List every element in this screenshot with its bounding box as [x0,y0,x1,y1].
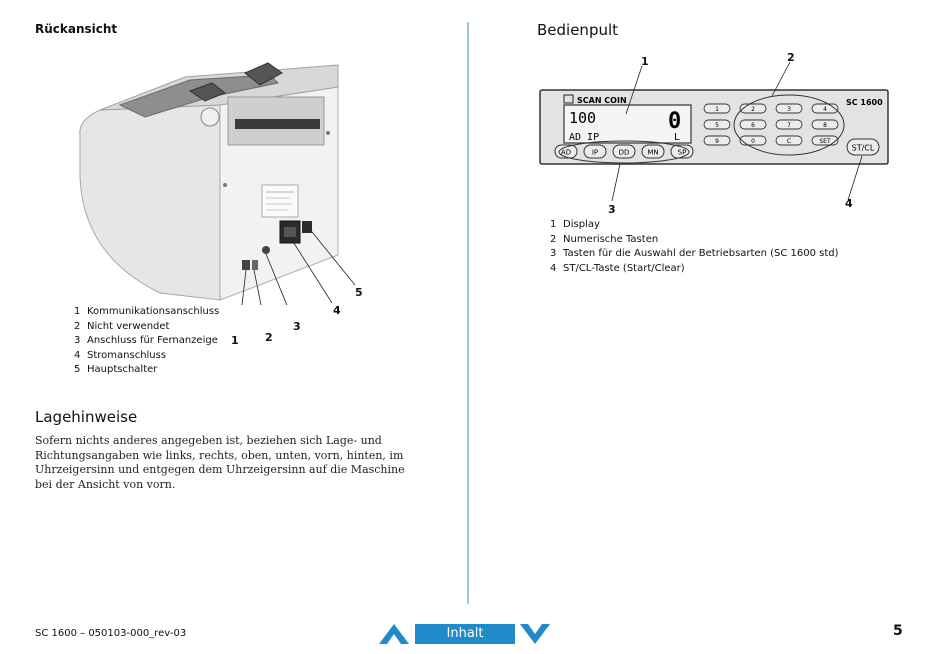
num-key-label: 7 [787,122,791,129]
legend-label: Hauptschalter [87,364,158,375]
orientation-paragraph: Sofern nichts anderes angegeben ist, bez… [35,434,405,491]
legend-label: ST/CL-Taste (Start/Clear) [563,262,685,274]
legend-label: Stromanschluss [87,349,167,361]
contents-button[interactable]: Inhalt [415,624,515,644]
brand-logo-icon [563,94,574,104]
rear-legend: 1 Kommunikationsanschluss 2 Nicht verwende… [74,305,219,378]
column-divider [467,22,469,604]
mode-key-label: IP [592,149,598,157]
num-key-label: 9 [715,138,719,145]
legend-item: 1 Kommunikationsanschluss [74,305,219,320]
num-key-5[interactable] [703,119,731,130]
mode-key-ip[interactable] [583,144,607,159]
legend-num: 4 [550,262,557,274]
model-name: SC 1600 [846,98,883,107]
legend-item: 1 Display [550,218,839,233]
legend-num: 5 [74,364,81,375]
legend-label: Display [563,219,600,230]
num-key-1[interactable] [703,103,731,114]
num-key-8[interactable] [811,119,839,130]
section-title: Lagehinweise [35,408,138,426]
num-key-label: 5 [715,122,719,129]
num-key-label: 2 [751,106,755,113]
legend-num: 1 [550,219,557,230]
panel-legend: 1 Display 2 Numerische Tasten 3 Tasten für … [550,218,839,276]
start-clear-key[interactable] [846,138,880,156]
num-key-6[interactable] [739,119,767,130]
num-key-set[interactable] [811,135,839,146]
num-key-9[interactable] [703,135,731,146]
num-key-label: 0 [751,138,755,145]
panel-callout-2: 2 [787,51,795,64]
mode-key-label: SP [678,149,687,157]
legend-num: 3 [550,248,557,259]
legend-label: Tasten für die Auswahl der Betriebsarten… [563,248,839,259]
legend-item: 3 Anschluss für Fernanzeige [74,334,219,349]
legend-num: 2 [550,233,557,245]
num-key-label: 3 [787,106,791,113]
panel-callout-4: 4 [845,197,853,210]
panel-callout-3: 3 [608,203,616,216]
legend-num: 1 [74,306,81,317]
display-value: 100 [569,109,596,127]
legend-item: 5 Hauptschalter [74,363,219,378]
num-key-7[interactable] [775,119,803,130]
start-clear-label: ST/CL [852,144,875,153]
panel-callout-1: 1 [641,55,649,68]
arrow-up-icon [379,624,409,644]
legend-item: 2 Numerische Tasten [550,233,839,248]
mode-key-label: AD [561,149,571,157]
num-key-c[interactable] [775,135,803,146]
num-key-label: C [787,138,791,145]
legend-label: Anschluss für Fernanzeige [87,335,218,346]
rear-view-title: Rückansicht [35,22,118,36]
arrow-down-icon [520,624,550,644]
legend-num: 2 [74,320,81,332]
num-key-label: 8 [823,122,827,129]
num-key-label: 4 [823,106,827,113]
callout-4: 4 [333,304,341,317]
legend-item: 3 Tasten für die Auswahl der Betriebsarte… [550,247,839,262]
display-digit: 0 [668,109,681,134]
num-key-label: SET [819,138,831,145]
legend-label: Numerische Tasten [563,233,659,245]
legend-label: Kommunikationsanschluss [87,306,220,317]
callout-1: 1 [231,334,239,347]
brand-name: SCAN COIN [577,96,627,105]
num-key-3[interactable] [775,103,803,114]
mode-key-mn[interactable] [641,144,665,159]
num-key-label: 6 [751,122,755,129]
control-panel-illustration: SCAN COIN SC 1600 100 0 AD IP L AD IP DD MN… [539,61,889,202]
callout-2: 2 [265,331,273,344]
legend-item: 4 Stromanschluss [74,349,219,364]
legend-num: 3 [74,335,81,346]
panel-title: Bedienpult [537,21,619,39]
document-id: SC 1600 – 050103-000_rev-03 [35,628,187,639]
page-number: 5 [893,623,903,639]
legend-item: 4 ST/CL-Taste (Start/Clear) [550,262,839,277]
callout-5: 5 [355,286,363,299]
display-flag: L [674,132,680,143]
mode-key-label: DD [619,149,630,157]
num-key-0[interactable] [739,135,767,146]
previous-page-button[interactable] [378,623,410,645]
legend-label: Nicht verwendet [87,320,170,332]
mode-key-dd[interactable] [612,144,636,159]
display-modes: AD IP [569,132,599,143]
num-key-label: 1 [715,106,719,113]
display [563,104,692,144]
legend-num: 4 [74,349,81,361]
mode-key-label: MN [647,149,658,157]
callout-3: 3 [293,320,301,333]
machine-rear-illustration [79,62,356,305]
legend-item: 2 Nicht verwendet [74,320,219,335]
next-page-button[interactable] [519,623,551,645]
